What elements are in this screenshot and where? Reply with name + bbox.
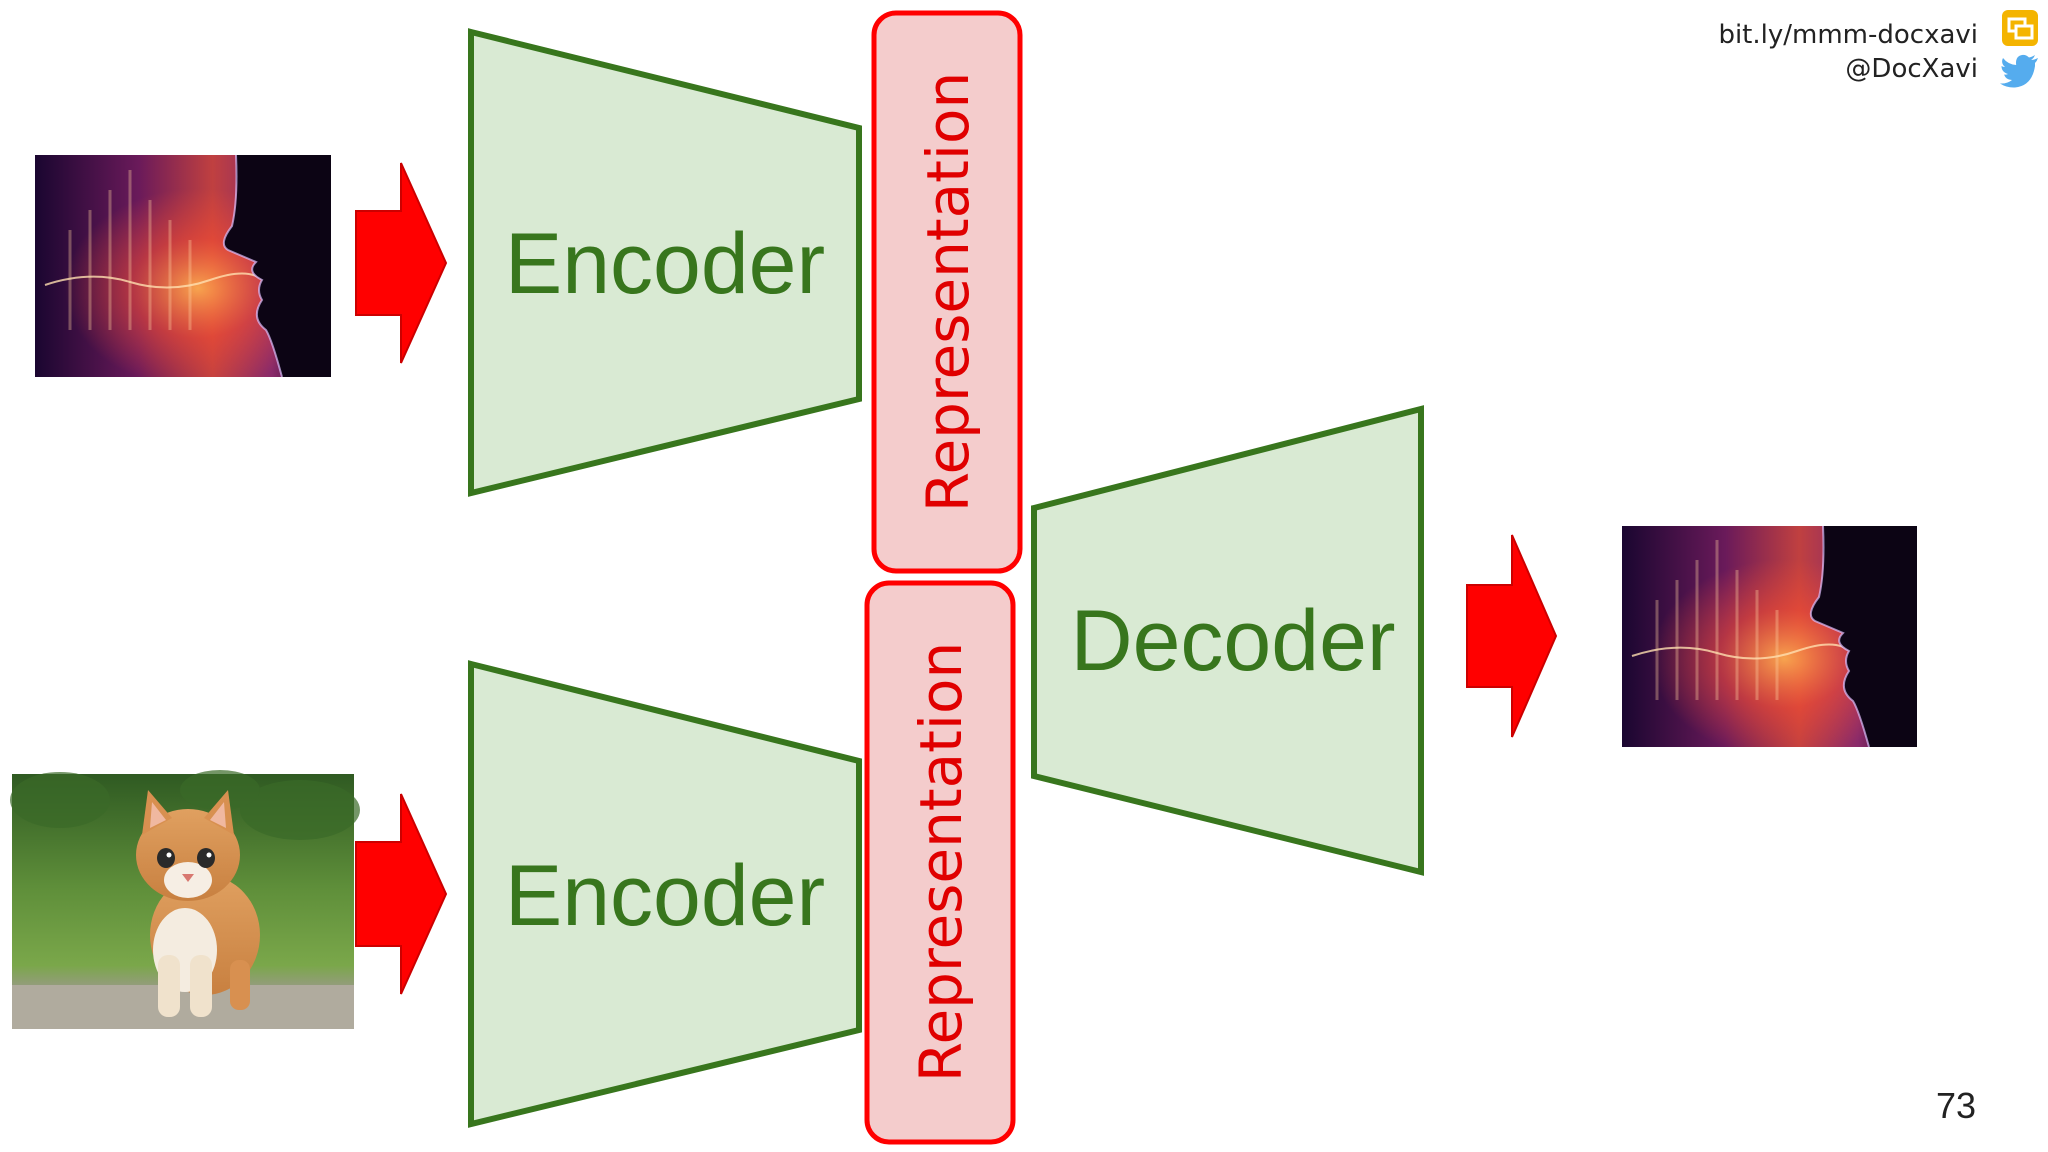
google-slides-icon[interactable] — [2000, 8, 2040, 53]
arrow-bottom-input — [355, 793, 448, 995]
arrow-top-input — [355, 162, 448, 364]
encoder-bottom-label: Encoder — [505, 848, 825, 944]
header-links: bit.ly/mmm-docxavi @DocXavi — [1718, 18, 1978, 86]
arrow-output — [1466, 534, 1558, 738]
representation-top: Representation — [871, 10, 1023, 574]
slides-link[interactable]: bit.ly/mmm-docxavi — [1718, 20, 1978, 50]
encoder-top: Encoder — [468, 28, 862, 497]
encoder-top-label: Encoder — [505, 216, 825, 312]
input-speech-image — [35, 154, 331, 378]
output-speech-image — [1622, 525, 1917, 748]
representation-bottom-label: Representation — [907, 642, 975, 1083]
decoder-label: Decoder — [1070, 593, 1395, 689]
slide-number: 73 — [1936, 1085, 1977, 1126]
encoder-bottom: Encoder — [468, 660, 862, 1128]
twitter-handle[interactable]: @DocXavi — [1845, 54, 1978, 84]
representation-top-label: Representation — [914, 72, 982, 513]
input-kitten-image — [10, 770, 360, 1029]
representation-bottom: Representation — [864, 580, 1016, 1145]
decoder: Decoder — [1031, 405, 1424, 876]
twitter-bird-icon[interactable] — [2000, 54, 2040, 93]
